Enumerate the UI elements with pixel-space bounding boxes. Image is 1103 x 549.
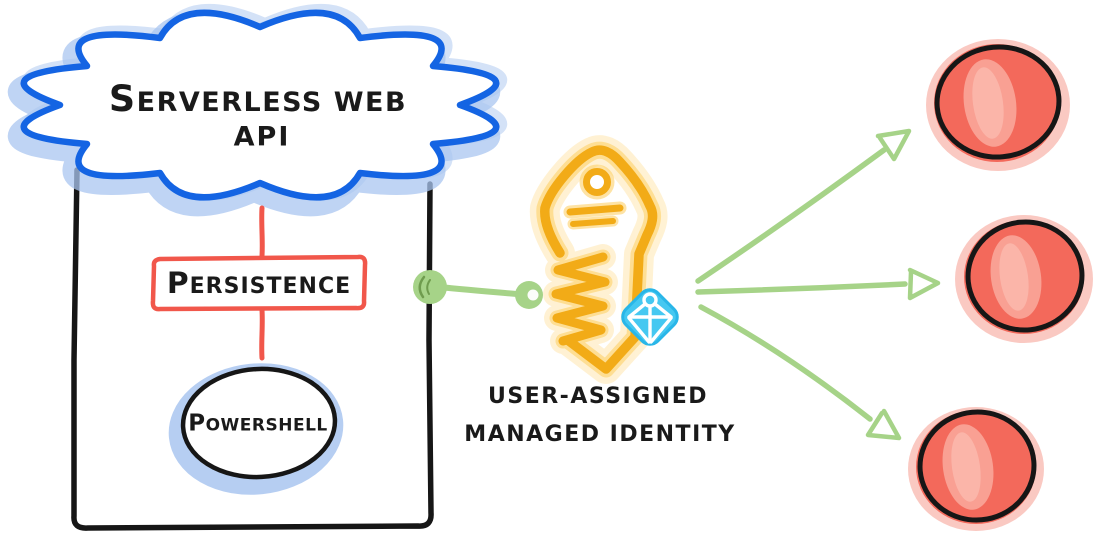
arrows-identity-to-resources bbox=[695, 128, 941, 441]
identity-label-line1: USER-ASSIGNED bbox=[488, 384, 708, 409]
powershell-circle bbox=[168, 363, 344, 495]
edge-cloud-to-persistence bbox=[259, 205, 265, 259]
identity-label-line2: MANAGED IDENTITY bbox=[464, 422, 736, 447]
connector-box-to-key bbox=[413, 270, 543, 309]
arrow-bottom bbox=[698, 304, 902, 441]
key-icon bbox=[529, 135, 668, 384]
cloud-body bbox=[20, 9, 500, 201]
arrow-middle bbox=[695, 267, 941, 301]
cloud-title-line2: API bbox=[233, 121, 291, 153]
resource-circle-1 bbox=[926, 39, 1070, 171]
edge-persistence-to-powershell bbox=[259, 307, 265, 361]
persistence-box bbox=[150, 254, 368, 312]
serverless-box bbox=[71, 167, 434, 531]
managed-identity-badge-icon bbox=[621, 288, 679, 346]
arrow-top bbox=[695, 128, 912, 284]
resource-circle-2 bbox=[955, 215, 1093, 343]
key-hole bbox=[583, 168, 611, 196]
powershell-label: POWERSHELL bbox=[188, 410, 328, 437]
cloud-icon bbox=[8, 3, 507, 217]
cloud-title-line1: SERVERLESS WEB bbox=[108, 76, 408, 120]
persistence-label: PERSISTENCE bbox=[166, 266, 352, 302]
key-teeth bbox=[551, 252, 610, 346]
key-head bbox=[540, 145, 658, 374]
connector-dot-left bbox=[413, 270, 447, 304]
resource-circle-3 bbox=[908, 407, 1044, 531]
